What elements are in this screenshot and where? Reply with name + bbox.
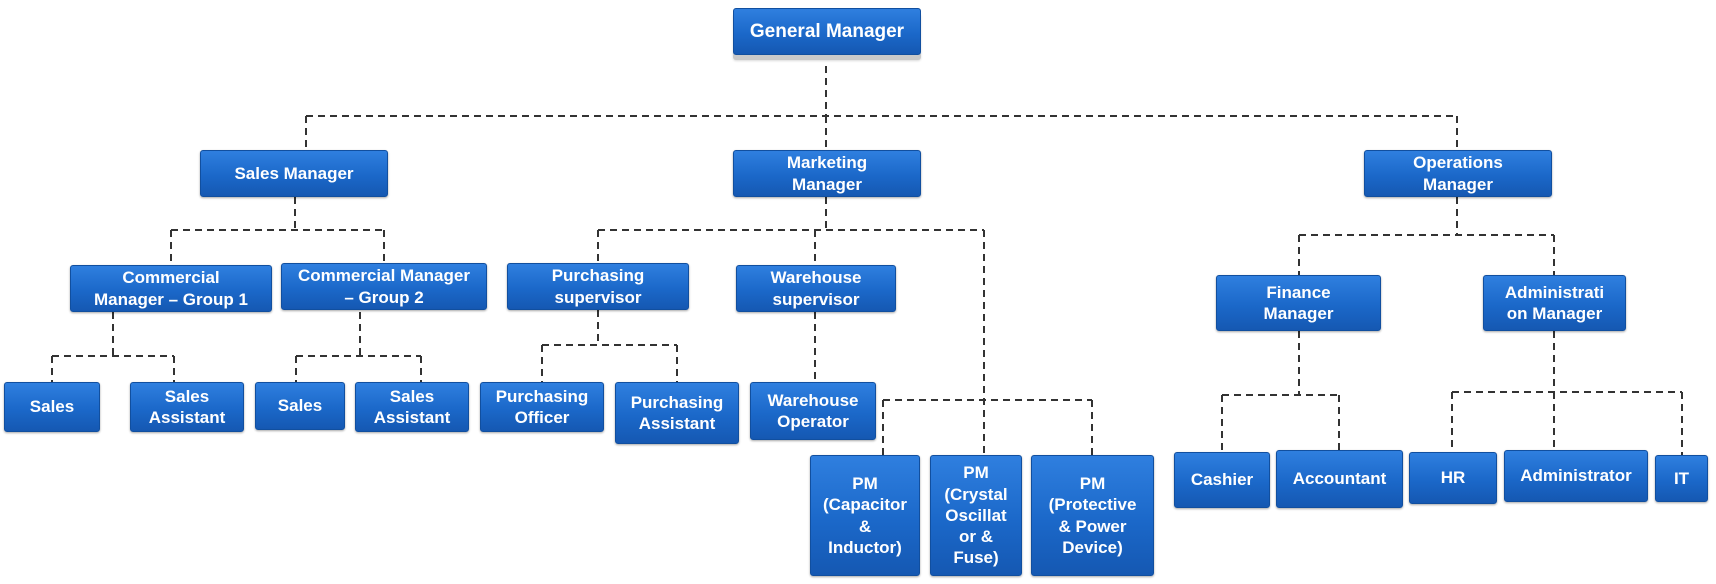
connector-purchasing-staff xyxy=(541,310,678,382)
sales-box[interactable]: Sales xyxy=(4,382,100,432)
administration-manager-box[interactable]: Administrati on Manager xyxy=(1483,275,1626,331)
commercial-manager-group-1-box[interactable]: Commercial Manager – Group 1 xyxy=(70,265,272,312)
marketing-manager-box[interactable]: Marketing Manager xyxy=(733,150,921,197)
hr-box[interactable]: HR xyxy=(1409,452,1497,504)
sales-manager-box[interactable]: Sales Manager xyxy=(200,150,388,197)
connector-sales-commercial xyxy=(170,197,385,265)
connector-pm-row xyxy=(882,399,1093,455)
cashier-box[interactable]: Cashier xyxy=(1174,452,1270,508)
pm-crystal-oscillator-fuse-box[interactable]: PM (Crystal Oscillat or & Fuse) xyxy=(930,455,1022,576)
purchasing-assistant-box[interactable]: Purchasing Assistant xyxy=(615,382,739,444)
sales-assistant-box[interactable]: Sales Assistant xyxy=(130,382,244,432)
connector-operations-managers xyxy=(1298,197,1555,275)
pm-capacitor-inductor-box[interactable]: PM (Capacitor & Inductor) xyxy=(810,455,920,576)
connector-g2-staff xyxy=(295,312,422,382)
connector-marketing-branches xyxy=(597,197,985,455)
sales-assistant-box[interactable]: Sales Assistant xyxy=(355,382,469,432)
finance-manager-box[interactable]: Finance Manager xyxy=(1216,275,1381,331)
it-box[interactable]: IT xyxy=(1655,455,1708,502)
accountant-box[interactable]: Accountant xyxy=(1276,450,1403,508)
operations-manager-box[interactable]: Operations Manager xyxy=(1364,150,1552,197)
administrator-box[interactable]: Administrator xyxy=(1504,450,1648,502)
connector-admin-staff xyxy=(1451,331,1683,455)
connector-finance-staff xyxy=(1221,331,1340,452)
pm-protective-power-device-box[interactable]: PM (Protective & Power Device) xyxy=(1031,455,1154,576)
general-manager-box[interactable]: General Manager xyxy=(733,8,921,55)
commercial-manager-group-2-box[interactable]: Commercial Manager – Group 2 xyxy=(281,263,487,310)
warehouse-operator-box[interactable]: Warehouse Operator xyxy=(750,382,876,440)
sales-box[interactable]: Sales xyxy=(255,382,345,430)
connector-gm-managers xyxy=(305,66,1458,150)
purchasing-officer-box[interactable]: Purchasing Officer xyxy=(480,382,604,432)
warehouse-supervisor-box[interactable]: Warehouse supervisor xyxy=(736,265,896,312)
purchasing-supervisor-box[interactable]: Purchasing supervisor xyxy=(507,263,689,310)
connector-g1-staff xyxy=(51,312,175,382)
